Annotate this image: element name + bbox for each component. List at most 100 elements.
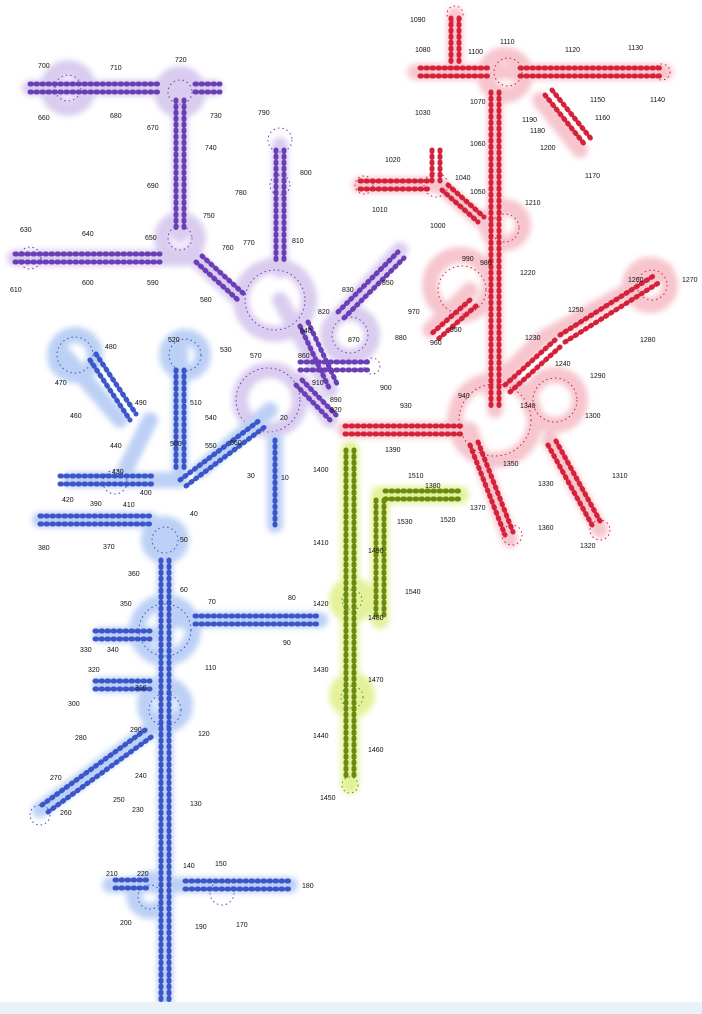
- label-530: 530: [220, 347, 232, 354]
- label-810: 810: [292, 238, 304, 245]
- label-460: 460: [70, 413, 82, 420]
- label-660: 660: [38, 115, 50, 122]
- label-1180: 1180: [530, 128, 545, 135]
- label-760: 760: [222, 245, 234, 252]
- label-410: 410: [123, 502, 135, 509]
- label-1520: 1520: [440, 517, 456, 524]
- label-1040: 1040: [455, 175, 471, 182]
- label-360: 360: [128, 571, 140, 578]
- label-700: 700: [38, 63, 50, 70]
- label-110: 110: [205, 665, 216, 672]
- blue-domain: [30, 335, 320, 1000]
- label-150: 150: [215, 861, 227, 868]
- label-1530: 1530: [397, 519, 413, 526]
- label-830: 830: [342, 287, 354, 294]
- label-550: 550: [205, 443, 217, 450]
- label-60: 60: [180, 587, 188, 594]
- label-1330: 1330: [538, 481, 554, 488]
- label-90: 90: [283, 640, 291, 647]
- label-710: 710: [110, 65, 122, 72]
- label-640: 640: [82, 231, 94, 238]
- label-1390: 1390: [385, 447, 401, 454]
- label-1110: 1110: [500, 39, 515, 46]
- label-1350: 1350: [503, 461, 519, 468]
- label-1240: 1240: [555, 361, 571, 368]
- label-990: 990: [462, 256, 474, 263]
- label-900: 900: [380, 385, 392, 392]
- label-190: 190: [195, 924, 207, 931]
- label-1470: 1470: [368, 677, 384, 684]
- label-1450: 1450: [320, 795, 336, 802]
- label-940: 940: [458, 393, 470, 400]
- label-1370: 1370: [470, 505, 486, 512]
- label-950: 950: [450, 327, 462, 334]
- label-300: 300: [68, 701, 80, 708]
- label-30: 30: [247, 473, 255, 480]
- label-1140: 1140: [650, 97, 665, 104]
- label-280: 280: [75, 735, 87, 742]
- label-1050: 1050: [470, 189, 486, 196]
- label-260: 260: [60, 810, 72, 817]
- label-440: 440: [110, 443, 122, 450]
- label-370: 370: [103, 544, 115, 551]
- label-1260: 1260: [628, 277, 644, 284]
- label-860: 860: [298, 353, 310, 360]
- label-210: 210: [106, 871, 118, 878]
- label-1170: 1170: [585, 173, 600, 180]
- label-610: 610: [10, 287, 22, 294]
- label-1300: 1300: [585, 413, 601, 420]
- label-320: 320: [88, 667, 100, 674]
- label-1340: 1340: [520, 403, 536, 410]
- label-690: 690: [147, 183, 159, 190]
- label-1400: 1400: [313, 467, 329, 474]
- label-720: 720: [175, 57, 187, 64]
- label-1220: 1220: [520, 270, 536, 277]
- label-230: 230: [132, 807, 144, 814]
- label-1360: 1360: [538, 525, 554, 532]
- label-50: 50: [180, 537, 188, 544]
- label-1380: 1380: [425, 483, 441, 490]
- label-430: 430: [112, 469, 124, 476]
- label-1100: 1100: [468, 49, 483, 56]
- label-380: 380: [38, 545, 50, 552]
- label-1130: 1130: [628, 45, 643, 52]
- label-1150: 1150: [590, 97, 605, 104]
- label-500: 500: [170, 441, 182, 448]
- label-1490: 1490: [368, 548, 384, 555]
- label-850: 850: [382, 280, 394, 287]
- label-290: 290: [130, 727, 142, 734]
- label-800: 800: [300, 170, 312, 177]
- label-330: 330: [80, 647, 92, 654]
- label-1230: 1230: [525, 335, 541, 342]
- label-1310: 1310: [612, 473, 628, 480]
- label-480: 480: [105, 344, 117, 351]
- label-1440: 1440: [313, 733, 329, 740]
- label-970: 970: [408, 309, 420, 316]
- label-340: 340: [107, 647, 119, 654]
- label-170: 170: [236, 922, 248, 929]
- label-200: 200: [120, 920, 132, 927]
- label-770: 770: [243, 240, 255, 247]
- label-240: 240: [135, 773, 147, 780]
- label-880: 880: [395, 335, 407, 342]
- label-780: 780: [235, 190, 247, 197]
- label-1250: 1250: [568, 307, 584, 314]
- blue-domain-glow: [40, 335, 320, 1000]
- label-580: 580: [200, 297, 212, 304]
- label-820: 820: [318, 309, 330, 316]
- label-1270: 1270: [682, 277, 698, 284]
- label-1090: 1090: [410, 17, 426, 24]
- label-930: 930: [400, 403, 412, 410]
- label-790: 790: [258, 110, 270, 117]
- label-140: 140: [183, 863, 195, 870]
- label-1070: 1070: [470, 99, 486, 106]
- label-590: 590: [147, 280, 159, 287]
- label-20: 20: [280, 415, 288, 422]
- label-960: 960: [430, 340, 442, 347]
- label-80: 80: [288, 595, 296, 602]
- label-1410: 1410: [313, 540, 329, 547]
- label-510: 510: [190, 400, 202, 407]
- label-130: 130: [190, 801, 202, 808]
- label-120: 120: [198, 731, 210, 738]
